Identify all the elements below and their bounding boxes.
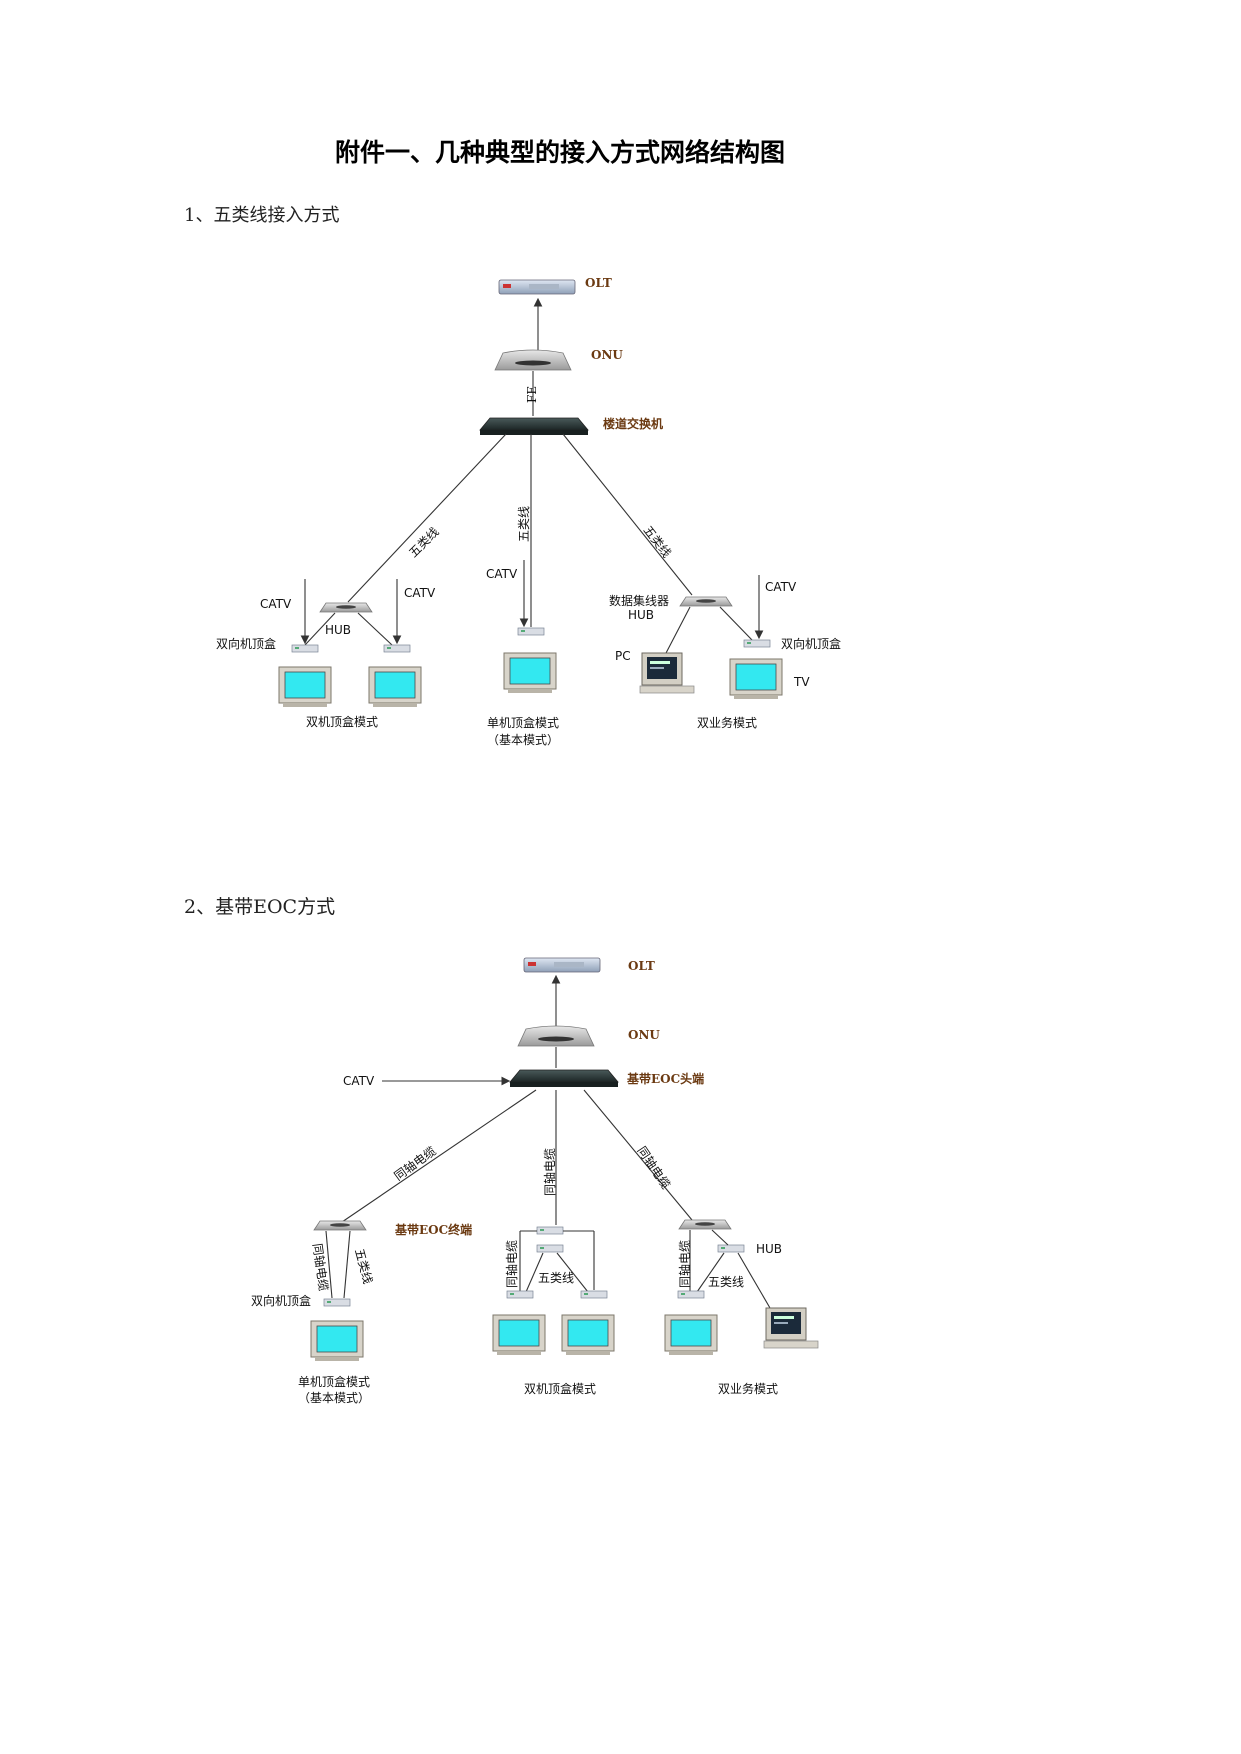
catv-label-l2: CATV [404, 586, 436, 600]
tv-left-1-icon [278, 666, 332, 708]
cat5-link-right [562, 433, 693, 596]
hub-right-2-icon [717, 1244, 745, 1253]
diagram-1: OLT ONU FE 楼道交换机 五类线 HUB CATV CATV 双向机顶盒 [216, 276, 841, 747]
network-diagrams: OLT ONU FE 楼道交换机 五类线 HUB CATV CATV 双向机顶盒 [216, 276, 841, 1405]
cat5-link-left [347, 433, 507, 603]
onu-2-device-icon [517, 1025, 595, 1047]
catv-2-label: CATV [343, 1074, 375, 1088]
hub-to-pc [664, 606, 691, 656]
tv-label: TV [793, 675, 810, 689]
fe-label: FE [525, 386, 539, 403]
cable-2-label-right: 同轴电缆 [635, 1143, 674, 1191]
stb-left-2-icon [383, 644, 411, 653]
mode-2-left-label-1: 单机顶盒模式 [298, 1374, 370, 1389]
stb-left-1-icon [291, 644, 319, 653]
hub-2-label: HUB [756, 1242, 782, 1256]
stb-mid-icon [517, 627, 545, 636]
eoc-right-terminal-icon [678, 1219, 732, 1230]
section-1-heading: 1、五类线接入方式 [184, 205, 340, 226]
left-coax-label: 同轴电缆 [310, 1242, 332, 1292]
term-coax-link [325, 1230, 333, 1299]
pc-icon [639, 652, 695, 694]
onu-device-icon [494, 349, 572, 371]
olt-label: OLT [585, 276, 612, 290]
stb-2-left-icon [323, 1298, 351, 1307]
hub-left-label: HUB [325, 623, 351, 637]
stb-right-label: 双向机顶盒 [781, 636, 841, 651]
onu-label: ONU [591, 348, 623, 362]
eoc-terminal-label: 基带EOC终端 [394, 1222, 472, 1237]
cable-label-right: 五类线 [641, 523, 674, 560]
stb-right-icon [743, 639, 771, 648]
term-cat5-link [343, 1230, 351, 1299]
pc-label: PC [615, 649, 631, 663]
catv-label-l1: CATV [260, 597, 292, 611]
section-2-heading: 2、基带EOC方式 [184, 896, 336, 918]
hub-left-icon [319, 602, 373, 613]
tv-left-2-icon [368, 666, 422, 708]
eoc-terminal-icon [313, 1220, 367, 1231]
mode-2-right-label: 双业务模式 [718, 1381, 778, 1396]
hub-to-stb2 [357, 612, 393, 646]
floor-switch-icon [479, 417, 589, 436]
tv-2-left-icon [310, 1320, 364, 1362]
tv-2-mid-1-icon [492, 1314, 546, 1356]
cable-label-left: 五类线 [406, 525, 441, 560]
mode-left-label: 双机顶盒模式 [306, 714, 378, 729]
hub-to-stb-2 [696, 1252, 725, 1293]
hub-right-label-2: HUB [628, 608, 654, 622]
hub-to-stb1 [304, 612, 336, 646]
olt-device-icon [498, 279, 576, 295]
switch-label: 楼道交换机 [603, 416, 663, 431]
right-coax-label: 同轴电缆 [677, 1240, 692, 1288]
tv-2-right-icon [664, 1314, 718, 1356]
olt-2-label: OLT [628, 959, 655, 973]
onu-2-label: ONU [628, 1028, 660, 1042]
eoc-mid-terminal-icon [536, 1226, 564, 1235]
mode-mid-label-2: （基本模式） [487, 733, 559, 747]
mid-cat5-label: 五类线 [538, 1271, 574, 1285]
document-page: 附件一、几种典型的接入方式网络结构图 1、五类线接入方式 2、基带EOC方式 [184, 138, 842, 1405]
term-to-hub [711, 1229, 729, 1246]
cable-2-label-mid: 同轴电缆 [542, 1148, 557, 1196]
right-cat5-label: 五类线 [708, 1275, 744, 1289]
page-title: 附件一、几种典型的接入方式网络结构图 [334, 138, 785, 167]
olt-2-device-icon [523, 957, 601, 973]
mid-cat5-b [556, 1252, 589, 1293]
eoc-head-label: 基带EOC头端 [626, 1071, 704, 1086]
hub-right-label-1: 数据集线器 [609, 593, 669, 608]
tv-right-icon [729, 658, 783, 700]
eoc-head-icon [509, 1069, 619, 1088]
mid-coax-label: 同轴电缆 [504, 1240, 519, 1288]
tv-2-mid-2-icon [561, 1314, 615, 1356]
hub-to-stb-right [719, 606, 753, 641]
mid-cat5-a [525, 1252, 544, 1293]
mode-2-left-label-2: （基本模式） [298, 1391, 370, 1405]
hub-mid-icon [536, 1244, 564, 1253]
diagram-2: OLT ONU CATV 基带EOC头端 同轴电缆 基带EOC终端 同轴电缆 五… [251, 957, 819, 1405]
hub-right-icon [679, 596, 733, 607]
mode-2-mid-label: 双机顶盒模式 [524, 1381, 596, 1396]
mode-mid-label-1: 单机顶盒模式 [487, 715, 559, 730]
pc-2-icon [763, 1307, 819, 1349]
catv-label-mid: CATV [486, 567, 518, 581]
stb-left-label: 双向机顶盒 [216, 636, 276, 651]
mode-right-label: 双业务模式 [697, 715, 757, 730]
left-cat5-label: 五类线 [352, 1247, 375, 1285]
cable-label-mid: 五类线 [517, 506, 531, 542]
catv-label-right: CATV [765, 580, 797, 594]
cable-2-label-left: 同轴电缆 [391, 1143, 439, 1183]
stb-2-mid-1-icon [506, 1290, 534, 1299]
hub-to-pc-2 [737, 1252, 771, 1309]
tv-mid-icon [503, 652, 557, 694]
stb-2-right-icon [677, 1290, 705, 1299]
stb-2-mid-2-icon [580, 1290, 608, 1299]
coax-link-right [583, 1089, 693, 1221]
coax-link-left [341, 1089, 537, 1223]
stb-2-left-label: 双向机顶盒 [251, 1293, 311, 1308]
